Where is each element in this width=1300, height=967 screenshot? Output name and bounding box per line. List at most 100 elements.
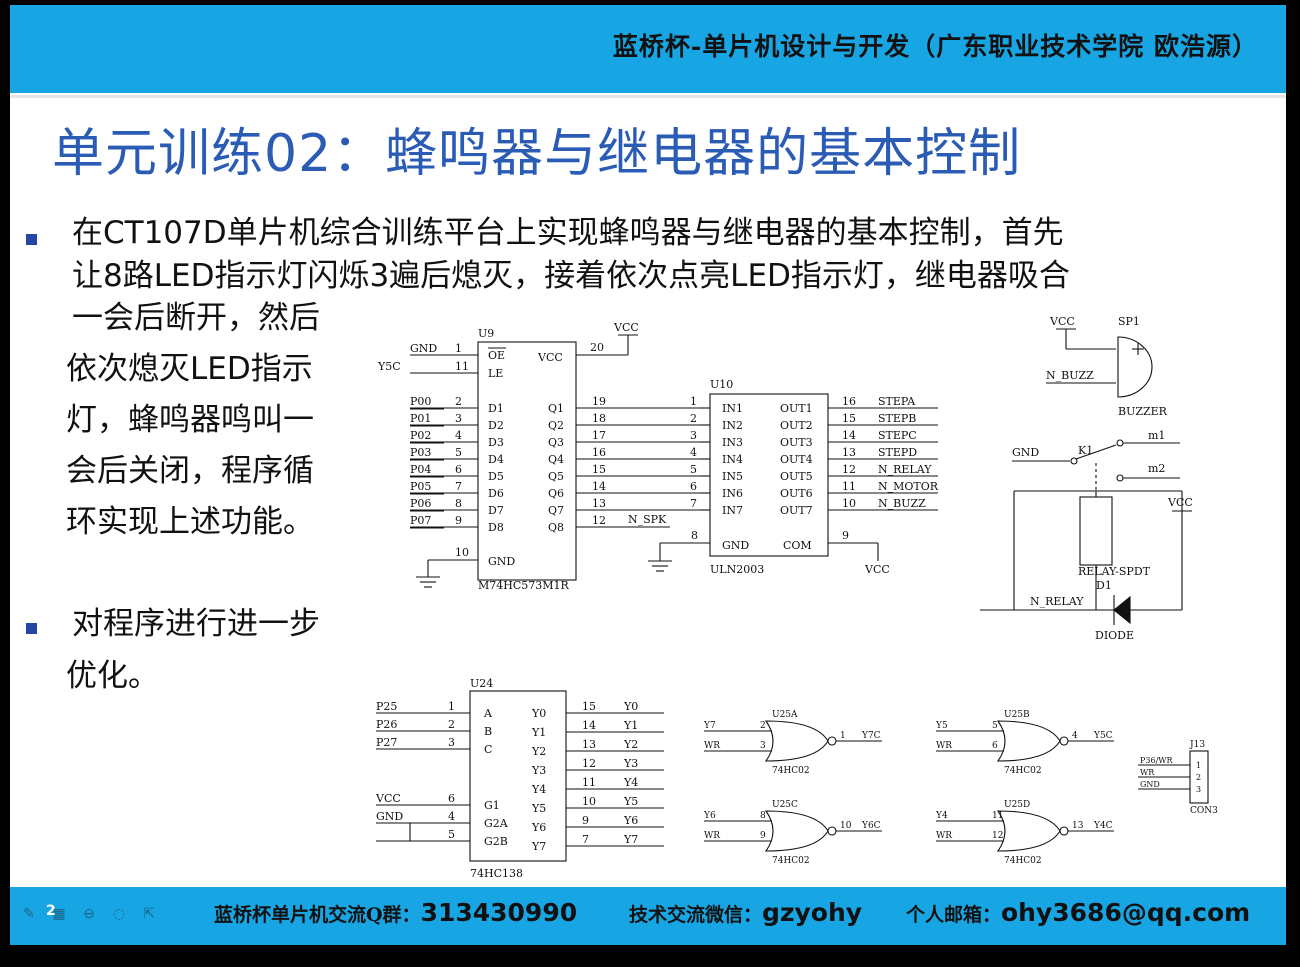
u10-part: ULN2003 bbox=[710, 563, 764, 576]
u10-out-name: OUT5 bbox=[780, 470, 813, 483]
u10-com-pin-name: COM bbox=[783, 539, 812, 552]
pointer-icon[interactable]: ⇱ bbox=[143, 906, 155, 922]
bullet1-line-4: 依次熄灭LED指示 bbox=[66, 351, 313, 387]
u10-out-num: 11 bbox=[842, 480, 856, 493]
u10-in-name: IN2 bbox=[722, 419, 743, 432]
u10-out-name: OUT2 bbox=[780, 419, 813, 432]
nor-part: 74HC02 bbox=[1004, 766, 1042, 776]
buzzer-part: BUZZER bbox=[1118, 405, 1168, 418]
u10-ref: U10 bbox=[710, 378, 733, 391]
u9-gnd-pin-num: 10 bbox=[455, 546, 469, 559]
u10-out-num: 10 bbox=[842, 497, 856, 510]
u9-out-num: 15 bbox=[592, 463, 606, 476]
u10-in-num: 6 bbox=[690, 480, 697, 493]
u24-part: 74HC138 bbox=[470, 867, 523, 880]
footer-contacts: 蓝桥杯单片机交流Q群：313430990 技术交流微信：gzyohy 个人邮箱：… bbox=[214, 898, 1250, 927]
u10-driver: U10 ULN2003 1IN12IN23IN34IN45IN56IN67IN7… bbox=[648, 378, 939, 576]
u24-body bbox=[469, 690, 567, 862]
u24-in-net: P26 bbox=[376, 718, 397, 731]
zoom-icon[interactable]: ⊖ bbox=[83, 906, 95, 922]
u10-in-name: IN3 bbox=[722, 436, 743, 449]
slide-title: 单元训练02：蜂鸣器与继电器的基本控制 bbox=[52, 124, 1022, 184]
u10-out-num: 13 bbox=[842, 446, 856, 459]
nor-in2-num: 6 bbox=[992, 741, 998, 751]
pen-icon[interactable]: ✎ bbox=[23, 906, 35, 922]
u24-in-name: G2A bbox=[484, 817, 509, 830]
u24-out-name: Y2 bbox=[531, 745, 546, 758]
u9-out-name: Q1 bbox=[548, 402, 564, 415]
u9-out-num: 19 bbox=[592, 395, 606, 408]
u9-pin-num: 6 bbox=[455, 463, 462, 476]
u10-out-name: OUT3 bbox=[780, 436, 813, 449]
nor-ref: U25A bbox=[772, 710, 798, 720]
u24-output-pins: 15Y0Y014Y1Y113Y2Y212Y3Y311Y4Y410Y5Y59Y6Y… bbox=[531, 700, 664, 853]
j13-pin-num: 3 bbox=[1196, 785, 1201, 794]
u24-out-num: 11 bbox=[582, 776, 596, 789]
u10-out-net: STEPD bbox=[878, 446, 917, 459]
slideshow-toolbar[interactable]: ✎ ▦ ⊖ ◌ ⇱ bbox=[20, 905, 158, 923]
u24-out-num: 15 bbox=[582, 700, 596, 713]
more-icon[interactable]: ◌ bbox=[112, 906, 126, 922]
bullet-marker-1 bbox=[26, 234, 37, 245]
slides-icon[interactable]: ▦ bbox=[52, 906, 66, 922]
u9-gnd-net: GND bbox=[410, 342, 437, 355]
u9-pin-name: D8 bbox=[488, 521, 504, 534]
u10-out-num: 16 bbox=[842, 395, 856, 408]
u9-out-name: Q6 bbox=[548, 487, 564, 500]
nor-gate-bubble bbox=[1059, 826, 1069, 836]
nor-in2-num: 9 bbox=[760, 831, 766, 841]
u9-out-name: Q8 bbox=[548, 521, 564, 534]
nor-gate-body bbox=[764, 720, 829, 762]
header-bar: 蓝桥杯-单片机设计与开发（广东职业技术学院 欧浩源） bbox=[10, 5, 1286, 93]
u9-out-name: Q2 bbox=[548, 419, 564, 432]
circuit-schematic: U9 M74HC573M1R VCC 20 VCC 10 GND 1OE11LE… bbox=[375, 315, 1218, 880]
u10-out-name: OUT1 bbox=[780, 402, 813, 415]
u9-pin-net: P04 bbox=[410, 463, 431, 476]
u9-out-num: 12 bbox=[592, 514, 606, 527]
u10-out-net: STEPC bbox=[878, 429, 917, 442]
title-divider bbox=[10, 95, 1286, 98]
footer-bar: ✎ ▦ ⊖ ◌ ⇱ 2 蓝桥杯单片机交流Q群：313430990 技术交流微信：… bbox=[10, 887, 1286, 945]
u10-in-num: 4 bbox=[690, 446, 697, 459]
relay-net: N_RELAY bbox=[1030, 595, 1084, 608]
buzzer-net: N_BUZZ bbox=[1046, 369, 1094, 382]
u10-out-num: 15 bbox=[842, 412, 856, 425]
u9-pin-num: 11 bbox=[455, 360, 469, 373]
u24-in-num: 2 bbox=[448, 718, 455, 731]
nor-in1-net: Y6 bbox=[703, 811, 716, 821]
nor-out-num: 10 bbox=[840, 821, 852, 831]
relay-vcc: VCC bbox=[1167, 496, 1193, 509]
u24-out-net: Y0 bbox=[623, 700, 638, 713]
u24-out-num: 9 bbox=[582, 814, 589, 827]
u10-gnd-pin-name: GND bbox=[722, 539, 749, 552]
u24-in-num: 4 bbox=[448, 810, 455, 823]
u9-pin-name: D6 bbox=[488, 487, 504, 500]
nor-gate-bubble bbox=[1059, 736, 1069, 746]
u24-in-net: P25 bbox=[376, 700, 397, 713]
u9-vcc-pin-name: VCC bbox=[537, 351, 563, 364]
relay-m1: m1 bbox=[1148, 429, 1165, 442]
u24-out-net: Y2 bbox=[623, 738, 638, 751]
u9-pin-name: D3 bbox=[488, 436, 504, 449]
bullet-marker-2 bbox=[26, 623, 37, 634]
nor-out-net: Y6C bbox=[861, 821, 881, 831]
u9-vcc-net: VCC bbox=[613, 321, 639, 334]
u24-in-name: G2B bbox=[484, 835, 508, 848]
u10-in-name: IN5 bbox=[722, 470, 743, 483]
nor-in1-num: 11 bbox=[992, 811, 1003, 821]
u24-in-net: VCC bbox=[375, 792, 401, 805]
footer-email-value: ohy3686@qq.com bbox=[1000, 898, 1251, 927]
u9-latch: U9 M74HC573M1R VCC 20 VCC 10 GND 1OE11LE… bbox=[377, 321, 700, 592]
u10-body bbox=[709, 393, 829, 557]
bullet2-line-2: 优化。 bbox=[66, 658, 159, 694]
u9-pin-name: D5 bbox=[488, 470, 504, 483]
nor-ref: U25D bbox=[1004, 800, 1030, 810]
